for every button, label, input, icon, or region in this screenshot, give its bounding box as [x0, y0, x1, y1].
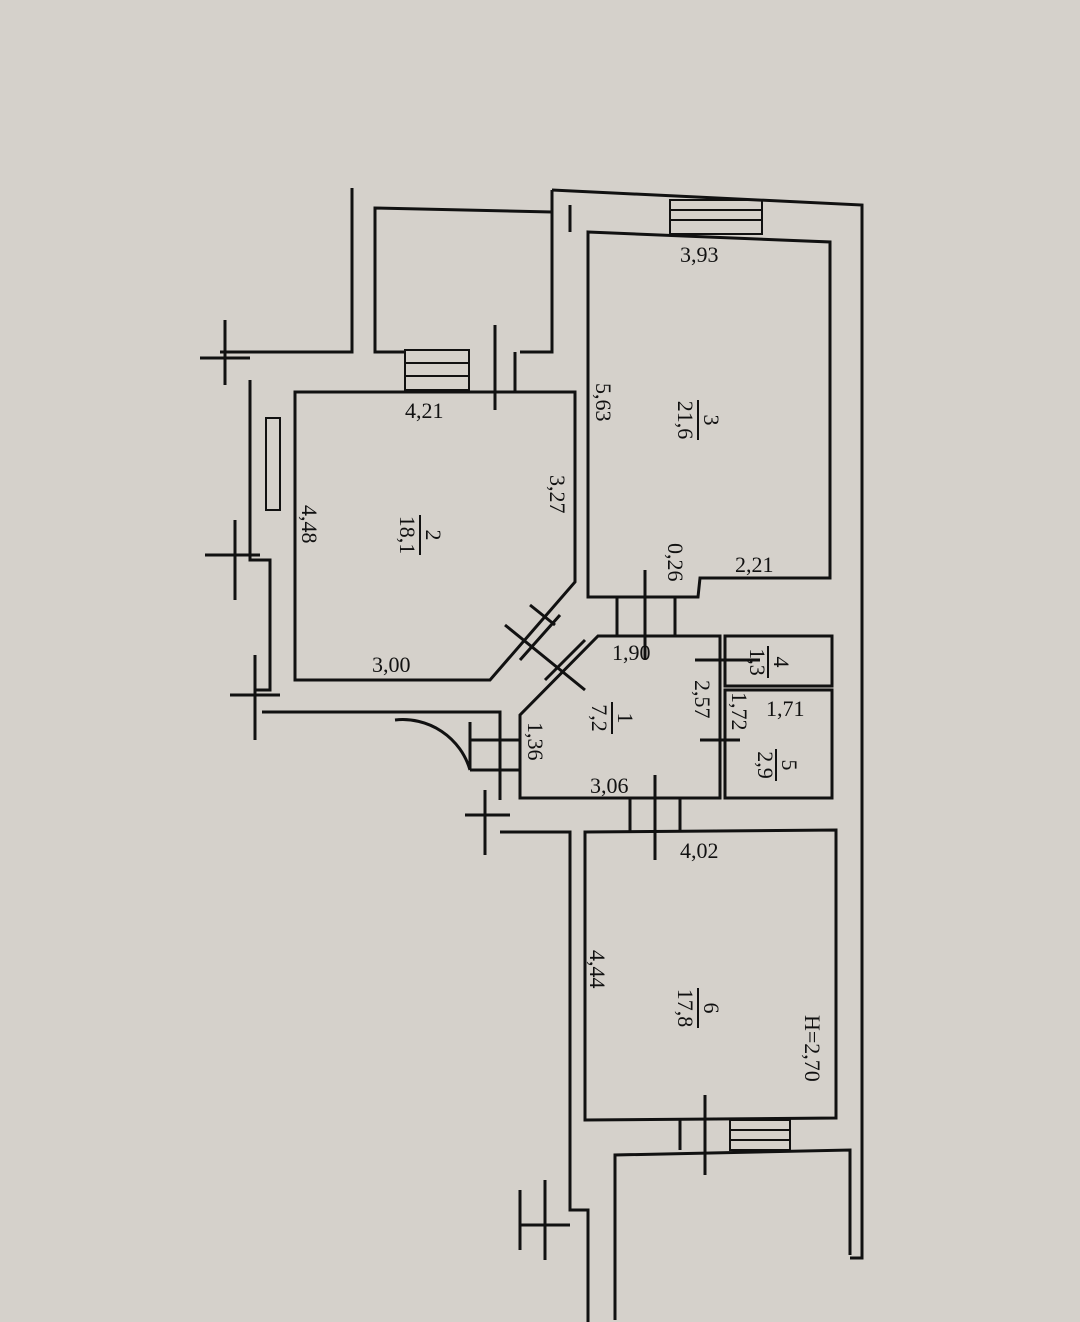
room-number: 4 [769, 657, 794, 668]
window [729, 1119, 791, 1151]
room-3-label: 3 21,6 [673, 400, 724, 440]
room-5-label: 5 2,9 [753, 749, 802, 781]
dim-2-57: 2,57 [690, 680, 715, 719]
dim-1-71: 1,71 [766, 696, 805, 721]
dim-2-21: 2,21 [735, 552, 774, 577]
dim-5-63: 5,63 [591, 383, 616, 422]
dim-3-00: 3,00 [372, 652, 411, 677]
window [669, 199, 763, 235]
room-6-outline [583, 828, 838, 1122]
door [200, 320, 760, 1260]
dim-4-44: 4,44 [585, 950, 610, 989]
window [404, 349, 470, 391]
room-3-outline [586, 230, 832, 599]
dim-1-72: 1,72 [727, 692, 752, 731]
radiator [265, 417, 281, 511]
dimension-labels: 3,93 5,63 2,21 0,26 4,21 4,48 3,27 3,00 … [297, 242, 825, 1082]
dim-4-21: 4,21 [405, 398, 444, 423]
room-2-label: 2 18,1 [395, 515, 446, 555]
dim-0-26: 0,26 [663, 543, 688, 582]
room-1-label: 1 7,2 [587, 702, 638, 734]
room-number: 6 [699, 1003, 724, 1014]
room-area: 7,2 [587, 704, 612, 732]
room-labels: 3 21,6 2 18,1 1 7,2 4 1,3 5 2,9 6 17,8 [395, 400, 802, 1028]
room-number: 2 [421, 530, 446, 541]
room-area: 21,6 [673, 401, 698, 440]
room-area: 18,1 [395, 516, 420, 555]
room-5-outline [723, 688, 834, 800]
dim-3-27: 3,27 [545, 475, 570, 514]
room-4-label: 4 1,3 [745, 646, 794, 678]
dim-3-06: 3,06 [590, 773, 629, 798]
dim-4-48: 4,48 [297, 505, 322, 544]
dim-1-36: 1,36 [523, 722, 548, 761]
room-area: 2,9 [753, 751, 778, 779]
ceiling-height: H=2,70 [800, 1015, 825, 1082]
room-2-outline [293, 390, 577, 682]
dim-1-90: 1,90 [612, 640, 651, 665]
room-number: 1 [613, 713, 638, 724]
dim-3-93: 3,93 [680, 242, 719, 267]
room-number: 3 [699, 415, 724, 426]
dim-4-02: 4,02 [680, 838, 719, 863]
walls [200, 188, 864, 1322]
room-number: 5 [777, 760, 802, 771]
room-1-outline [518, 634, 722, 800]
room-6-label: 6 17,8 [673, 988, 724, 1028]
room-area: 17,8 [673, 989, 698, 1028]
room-area: 1,3 [745, 648, 770, 676]
